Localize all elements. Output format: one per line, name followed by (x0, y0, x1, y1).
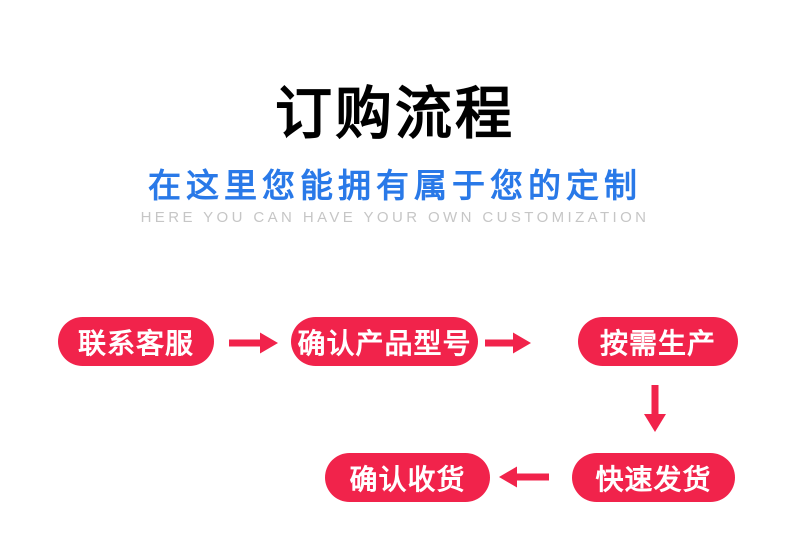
arrow-left-icon (499, 464, 549, 490)
flow-step-contact-service: 联系客服 (58, 317, 214, 366)
page-subtitle: 在这里您能拥有属于您的定制 (148, 167, 642, 204)
arrow-down-icon (643, 385, 667, 432)
page-subtitle-en: HERE YOU CAN HAVE YOUR OWN CUSTOMIZATION (140, 209, 650, 226)
flow-step-confirm-receipt: 确认收货 (325, 453, 490, 502)
arrow-right-icon (229, 330, 278, 356)
flow-step-label: 确认收货 (349, 463, 466, 495)
arrow-right-icon (485, 330, 531, 356)
page-title: 订购流程 (275, 82, 515, 146)
flow-step-label: 按需生产 (599, 327, 716, 359)
flow-step-fast-shipping: 快速发货 (572, 453, 735, 502)
flow-step-label: 联系客服 (77, 327, 194, 359)
flow-step-label: 确认产品型号 (297, 327, 472, 359)
flow-step-confirm-model: 确认产品型号 (291, 317, 478, 366)
flow-step-label: 快速发货 (595, 463, 712, 495)
flow-step-produce-on-demand: 按需生产 (578, 317, 738, 366)
